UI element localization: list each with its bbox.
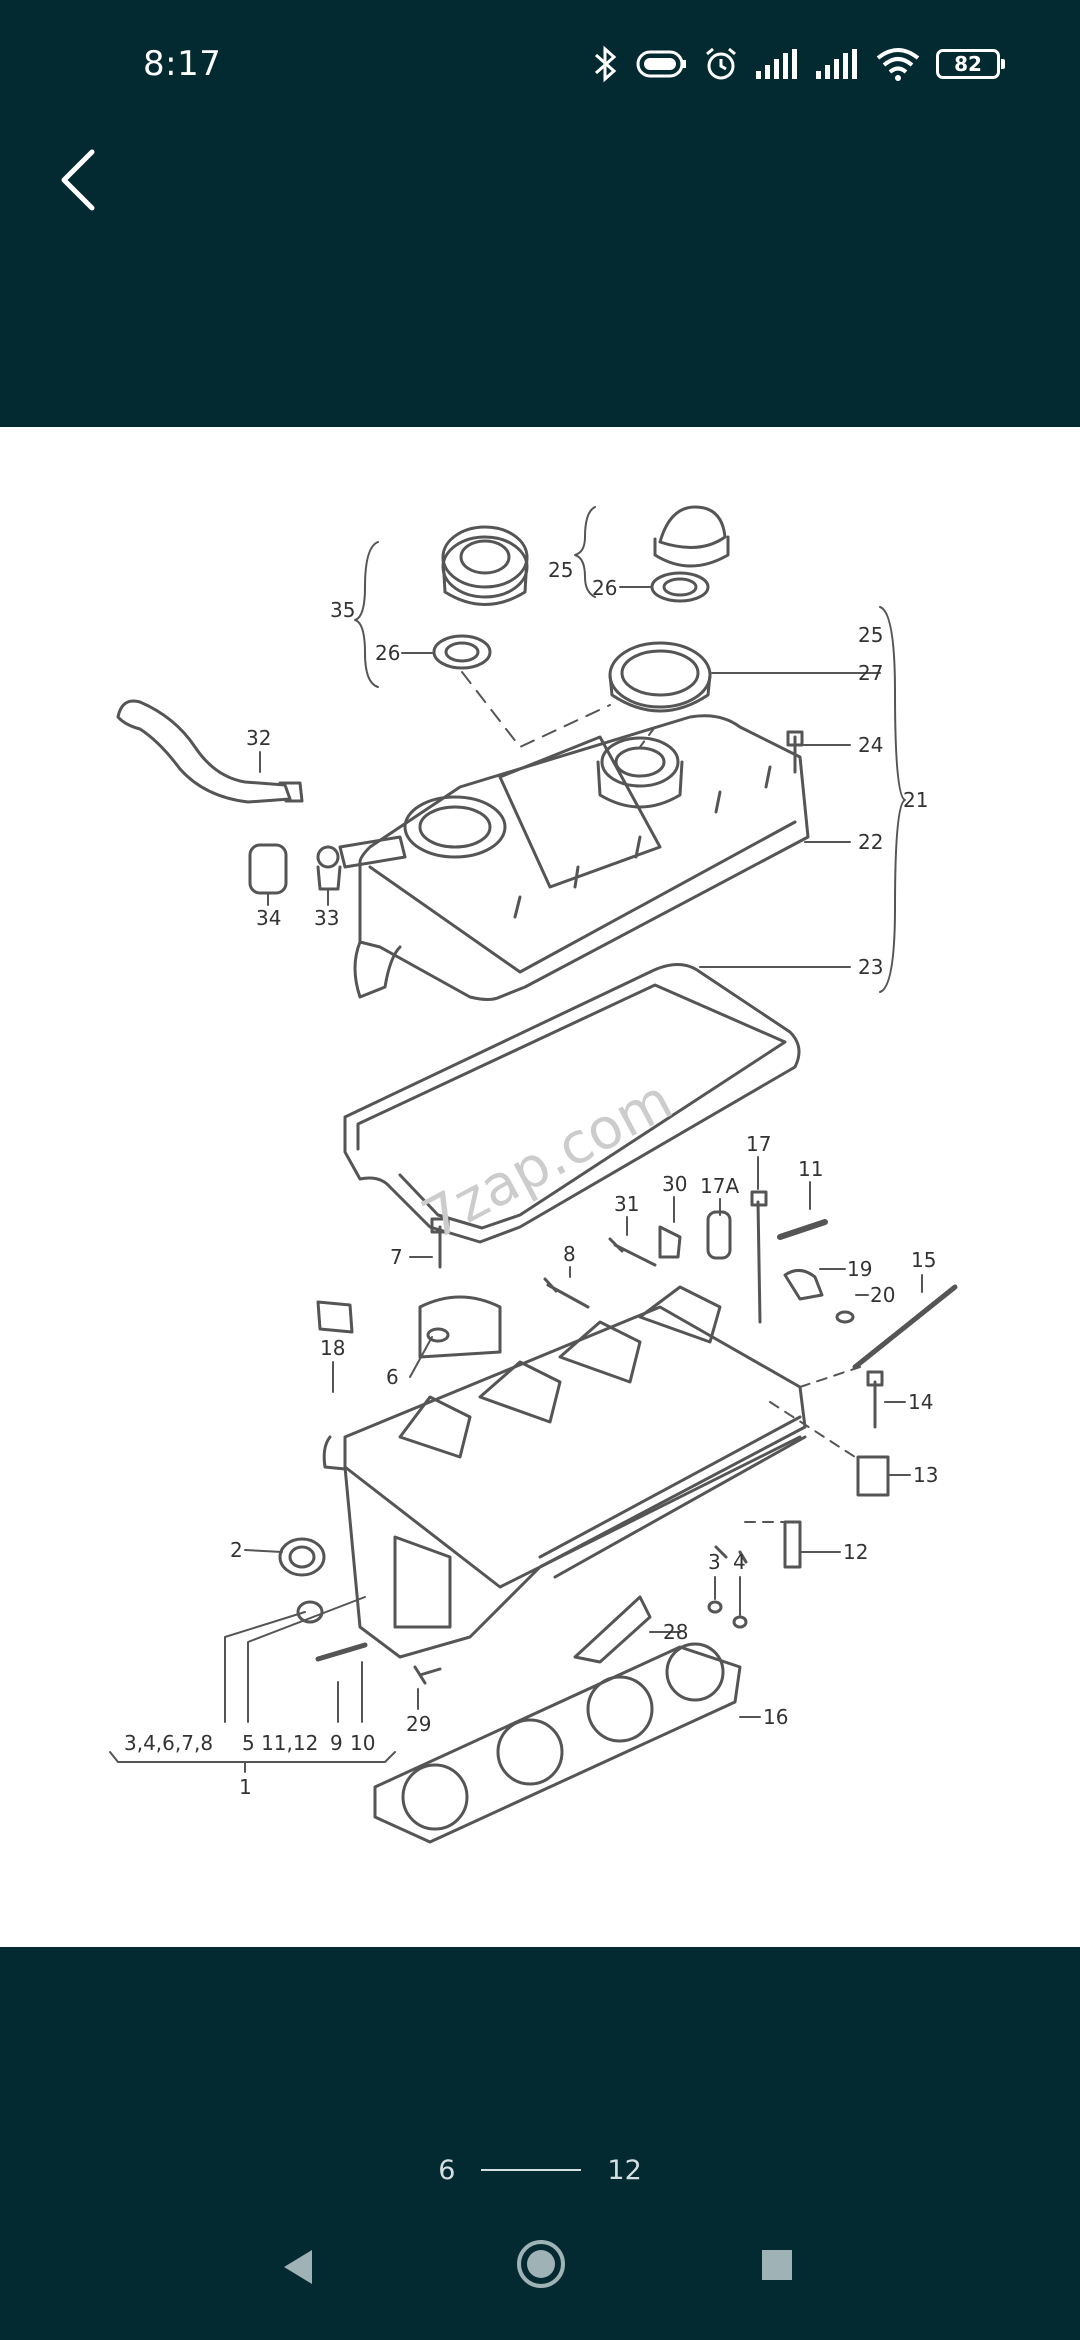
battery-icon: 82 bbox=[936, 49, 1005, 79]
callout: 33 bbox=[314, 906, 339, 930]
callout: 31 bbox=[614, 1192, 639, 1216]
callout: 6 bbox=[386, 1365, 399, 1389]
callout: 14 bbox=[908, 1390, 933, 1414]
filler-neck-part bbox=[432, 525, 529, 670]
nav-home-icon bbox=[517, 2240, 565, 2288]
nav-recents-button[interactable] bbox=[760, 2248, 794, 2286]
current-page: 6 bbox=[438, 2154, 456, 2186]
parts-diagram: 7zap.com 35 26 25 26 25 27 24 21 22 23 3… bbox=[109, 505, 958, 1844]
callout: 23 bbox=[858, 955, 883, 979]
page-divider bbox=[481, 2169, 582, 2171]
nav-back-button[interactable] bbox=[278, 2242, 318, 2296]
status-icons: 82 bbox=[588, 42, 1005, 86]
nav-recents-icon bbox=[762, 2250, 792, 2280]
bracket-label: 9 bbox=[330, 1731, 343, 1755]
total-pages: 12 bbox=[607, 2154, 642, 2186]
callout: 22 bbox=[858, 830, 883, 854]
callout: 32 bbox=[246, 726, 271, 750]
callout: 11 bbox=[798, 1157, 823, 1181]
wifi-icon bbox=[876, 48, 920, 81]
callout: 26 bbox=[592, 576, 617, 600]
callout: 3 bbox=[708, 1550, 721, 1574]
callout: 18 bbox=[320, 1336, 345, 1360]
bracket-label: 10 bbox=[350, 1731, 375, 1755]
callout: 21 bbox=[903, 788, 928, 812]
callout: 16 bbox=[763, 1705, 788, 1729]
nav-back-icon bbox=[284, 2250, 312, 2284]
callout: 26 bbox=[375, 641, 400, 665]
image-viewer[interactable]: 7zap.com 35 26 25 26 25 27 24 21 22 23 3… bbox=[0, 427, 1080, 1947]
callout: 17 bbox=[746, 1132, 771, 1156]
callout: 25 bbox=[548, 558, 573, 582]
bracket-label: 1 bbox=[239, 1775, 252, 1799]
cylinder-head-part bbox=[322, 1285, 807, 1659]
battery-level: 82 bbox=[954, 52, 982, 76]
callout: 17A bbox=[700, 1174, 739, 1198]
valve-part bbox=[248, 843, 288, 895]
breather-hose-part bbox=[116, 699, 304, 804]
callout: 24 bbox=[858, 733, 883, 757]
callout: 34 bbox=[256, 906, 281, 930]
callout: 20 bbox=[870, 1283, 895, 1307]
page-indicator: 6 12 bbox=[0, 2148, 1080, 2192]
callout: 29 bbox=[406, 1712, 431, 1736]
status-time: 8:17 bbox=[143, 44, 222, 84]
watermark-text: 7zap.com bbox=[412, 1068, 683, 1253]
callout: 27 bbox=[858, 661, 883, 685]
gasket-part bbox=[343, 963, 801, 1244]
callout: 35 bbox=[330, 598, 355, 622]
status-bar: 8:17 bbox=[0, 0, 1080, 130]
head-cover-part bbox=[338, 714, 810, 1001]
signal-icon bbox=[756, 49, 797, 79]
callout: 8 bbox=[563, 1242, 576, 1266]
callout: 15 bbox=[911, 1248, 936, 1272]
callout: 4 bbox=[733, 1550, 746, 1574]
back-arrow-icon bbox=[61, 149, 95, 211]
head-gasket-part bbox=[373, 1642, 742, 1844]
bluetooth-icon bbox=[595, 45, 617, 83]
callout: 7 bbox=[390, 1245, 403, 1269]
callout: 28 bbox=[663, 1620, 688, 1644]
bracket-label: 3,4,6,7,8 bbox=[124, 1731, 213, 1755]
nav-home-button[interactable] bbox=[515, 2238, 567, 2294]
callout: 13 bbox=[913, 1463, 938, 1487]
battery-saver-icon bbox=[636, 50, 686, 78]
bracket-label: 5 11,12 bbox=[242, 1731, 318, 1755]
back-button[interactable] bbox=[52, 140, 116, 220]
signal-icon bbox=[816, 49, 857, 79]
alarm-icon bbox=[706, 47, 736, 80]
callout-labels: 35 26 25 26 25 27 24 21 22 23 32 34 33 3… bbox=[124, 558, 938, 1799]
callout: 2 bbox=[230, 1538, 243, 1562]
callout: 25 bbox=[858, 623, 883, 647]
callout: 30 bbox=[662, 1172, 687, 1196]
system-nav-bar bbox=[0, 2230, 1080, 2320]
callout: 12 bbox=[843, 1540, 868, 1564]
callout: 19 bbox=[847, 1257, 872, 1281]
oil-cap-part bbox=[608, 505, 730, 713]
